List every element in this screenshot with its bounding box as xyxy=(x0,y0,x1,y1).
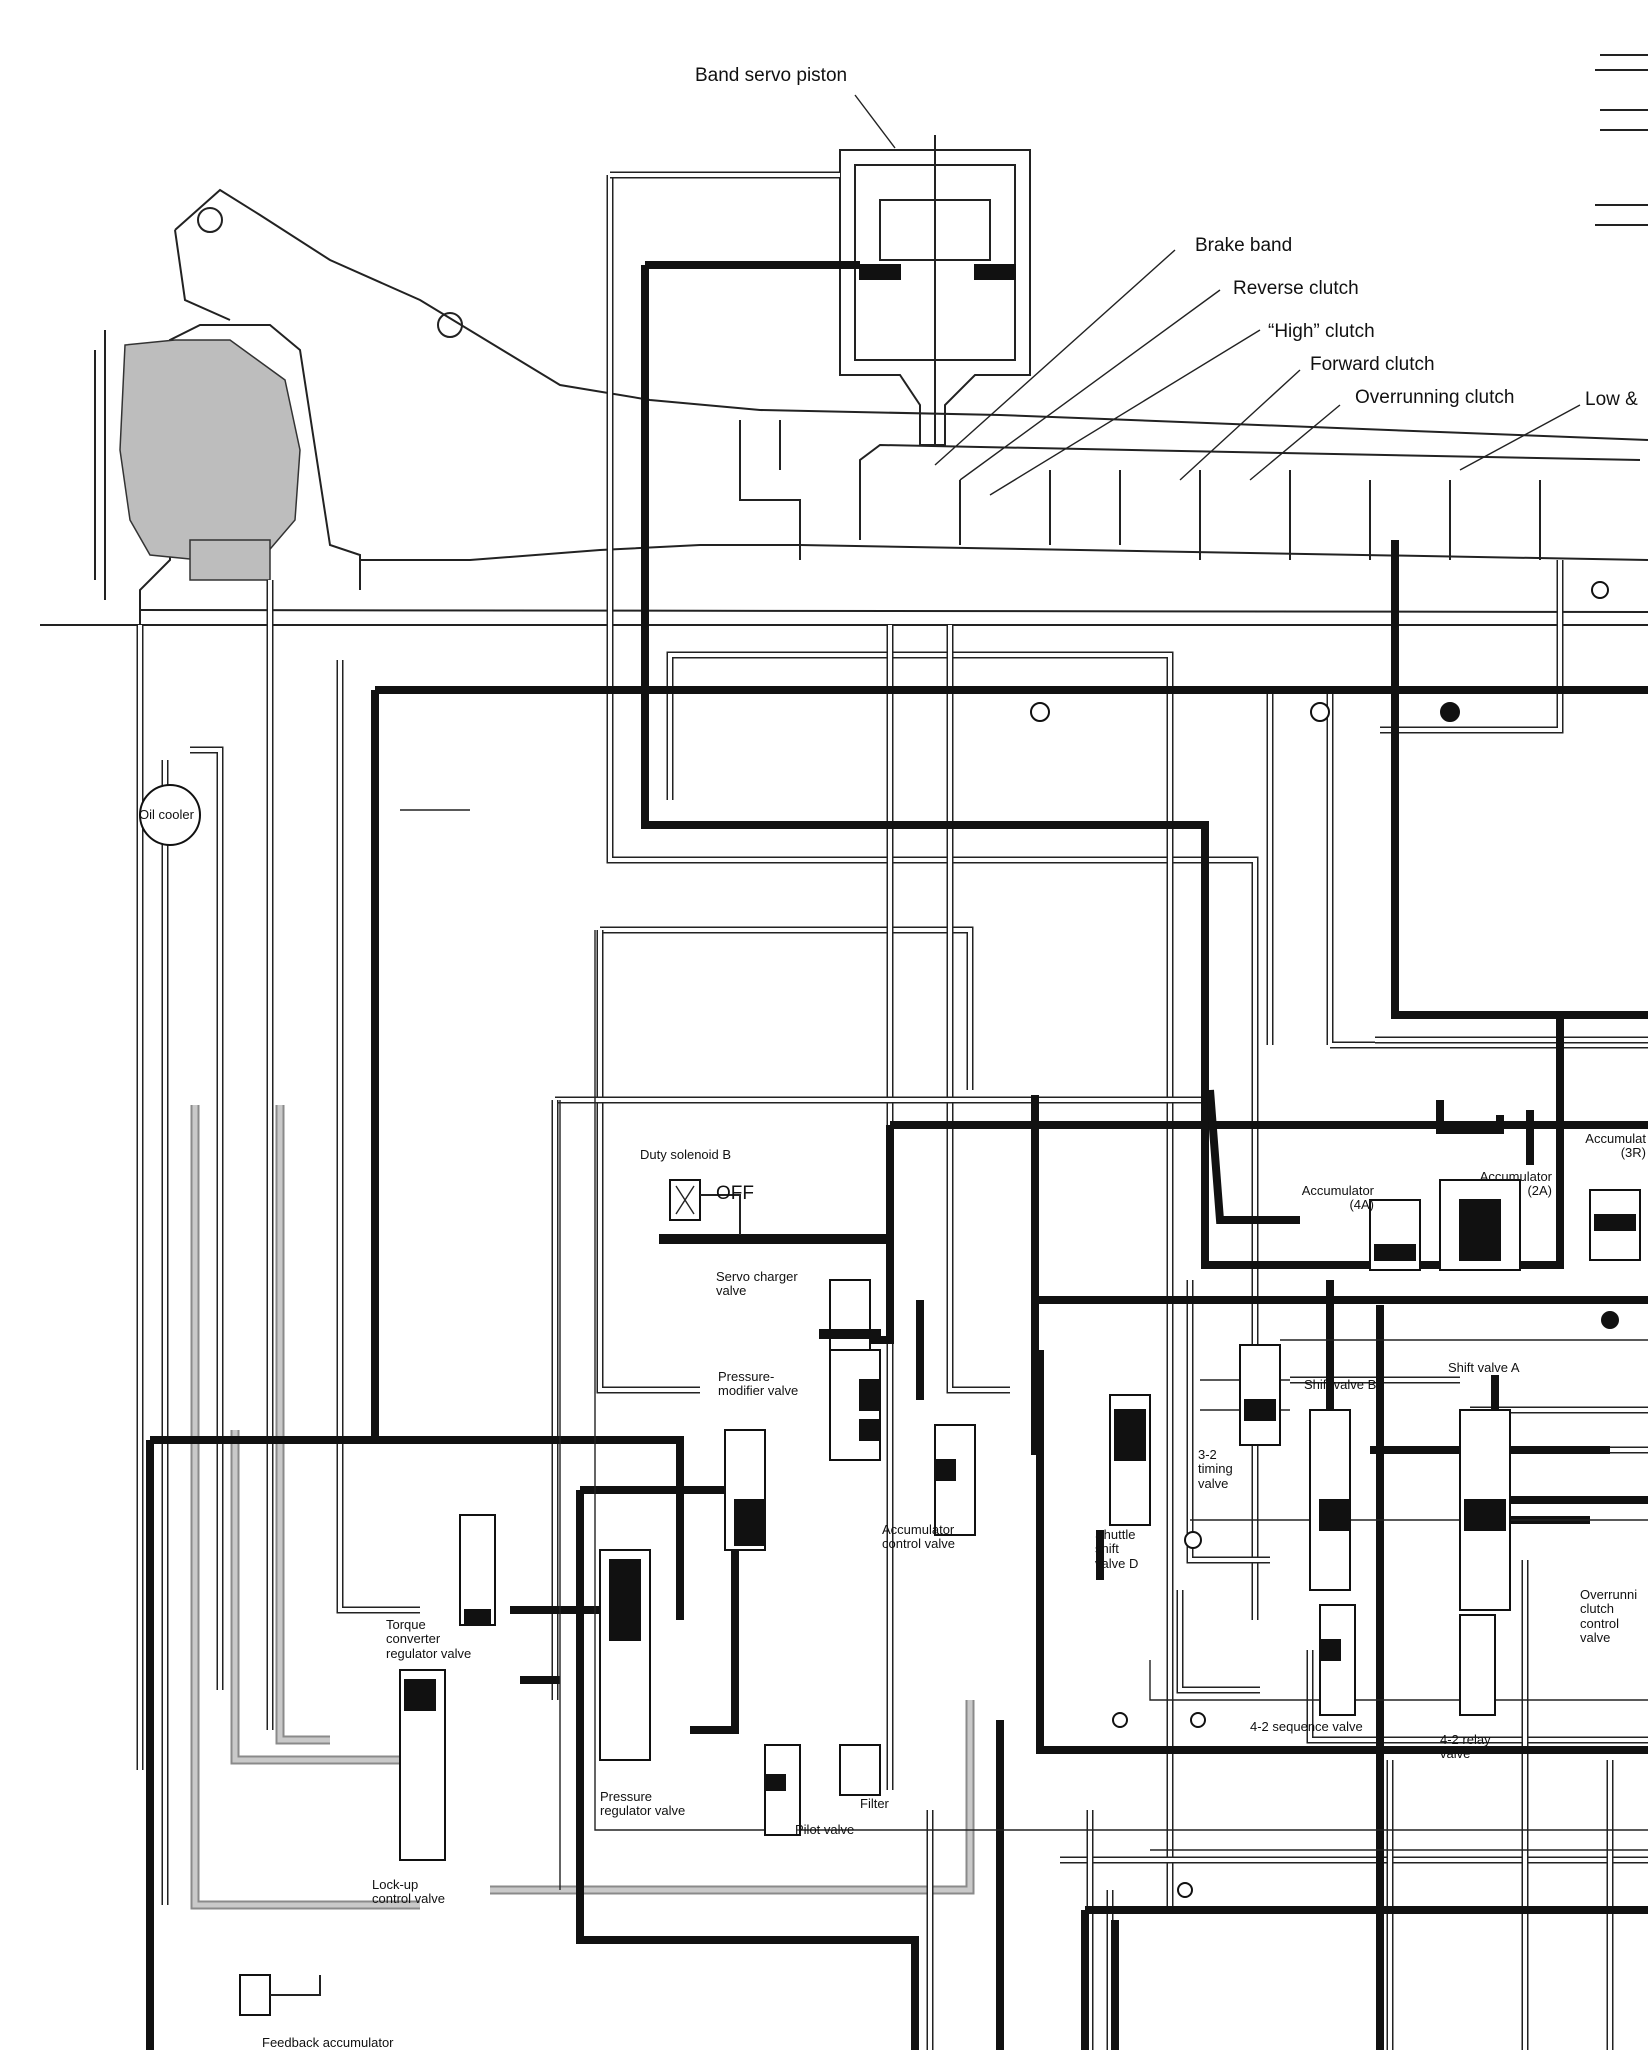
accumulator-control-valve xyxy=(934,1424,976,1536)
sequence-valve-4-2-body xyxy=(1319,1604,1356,1716)
timing-valve-body xyxy=(1239,1344,1281,1446)
label-accumulator-2a: Accumulator (2A) xyxy=(1479,1169,1552,1199)
label-torque-converter-regulator-valve: Torque converter regulator valve xyxy=(386,1617,472,1661)
servo-charger-valve xyxy=(819,1279,881,1351)
label-brake-band: Brake band xyxy=(1195,235,1293,256)
label-overrunning-clutch: Overrunning clutch xyxy=(1355,387,1515,408)
oil-cooler xyxy=(139,784,201,846)
label-lockup-control-valve: Lock-up control valve xyxy=(372,1877,445,1907)
shift-valve-b-body xyxy=(1309,1409,1351,1591)
label-oil-cooler: Oil cooler xyxy=(139,807,194,822)
label-servo-charger-valve: Servo charger valve xyxy=(716,1269,798,1299)
label-shift-valve-b: Shift valve B xyxy=(1304,1377,1377,1392)
duty-solenoid-b xyxy=(659,1179,891,1244)
label-accumulator-4a: Accumulator (4A) xyxy=(1301,1183,1374,1213)
label-pilot-valve: Pilot valve xyxy=(795,1822,855,1837)
pressure-modifier-valve xyxy=(829,1349,881,1461)
pilot-valve-body xyxy=(764,1744,801,1836)
torque-converter-regulator-valve-body xyxy=(459,1514,496,1626)
shuttle-shift-valve-d-body xyxy=(1109,1394,1151,1526)
line-pressure-lines xyxy=(146,261,1648,2050)
label-overrunning-clutch-control-valve: Overrunni clutch control valve xyxy=(1580,1587,1638,1645)
label-band-servo-piston: Band servo piston xyxy=(695,65,848,86)
label-accumulator-control-valve: Accumulator control valve xyxy=(882,1522,955,1552)
leader-lines xyxy=(400,94,1581,811)
label-filter: Filter xyxy=(860,1796,889,1811)
lockup-control-valve-body xyxy=(399,1669,446,1861)
label-timing-valve: 3-2 timing valve xyxy=(1198,1447,1233,1491)
torque-converter xyxy=(94,330,301,600)
grey-fluid-lines xyxy=(190,1105,975,1910)
label-feedback-accumulator: Feedback accumulator xyxy=(262,2035,394,2050)
label-4-2-sequence-valve: 4-2 sequence valve xyxy=(1250,1719,1363,1734)
label-duty-solenoid-b: Duty solenoid B xyxy=(640,1147,732,1162)
label-accumulator-3r: Accumulat (3R) xyxy=(1585,1131,1646,1161)
top-right-fragments xyxy=(1595,54,1648,226)
label-shuttle-shift-valve-d: Shuttle shift valve D xyxy=(1095,1527,1139,1571)
label-shift-valve-a: Shift valve A xyxy=(1448,1360,1520,1375)
accumulator-2a-body xyxy=(1439,1179,1521,1271)
pressure-regulator-side-valve xyxy=(724,1429,766,1551)
filter-body xyxy=(839,1744,881,1796)
label-forward-clutch: Forward clutch xyxy=(1310,354,1435,375)
label-4-2-relay-valve: 4-2 relay valve xyxy=(1440,1732,1491,1762)
feedback-accumulator-body xyxy=(239,1974,321,2016)
label-reverse-clutch: Reverse clutch xyxy=(1233,278,1359,299)
shift-valve-a-body xyxy=(1459,1409,1511,1611)
accumulator-3r-body xyxy=(1589,1189,1641,1261)
label-off: OFF xyxy=(716,1183,754,1204)
label-low-and: Low & xyxy=(1585,389,1638,410)
label-pressure-regulator-valve: Pressure regulator valve xyxy=(600,1789,686,1819)
label-high-clutch: “High” clutch xyxy=(1268,321,1375,342)
check-balls xyxy=(1030,581,1619,1898)
band-servo-piston-body xyxy=(839,135,1031,446)
accumulator-4a-body xyxy=(1369,1199,1421,1271)
pressure-regulator-valve-body xyxy=(599,1549,651,1761)
label-pressure-modifier-valve: Pressure- modifier valve xyxy=(718,1369,799,1399)
relay-valve-4-2-body xyxy=(1459,1614,1496,1716)
drain-lines xyxy=(136,171,1648,2050)
